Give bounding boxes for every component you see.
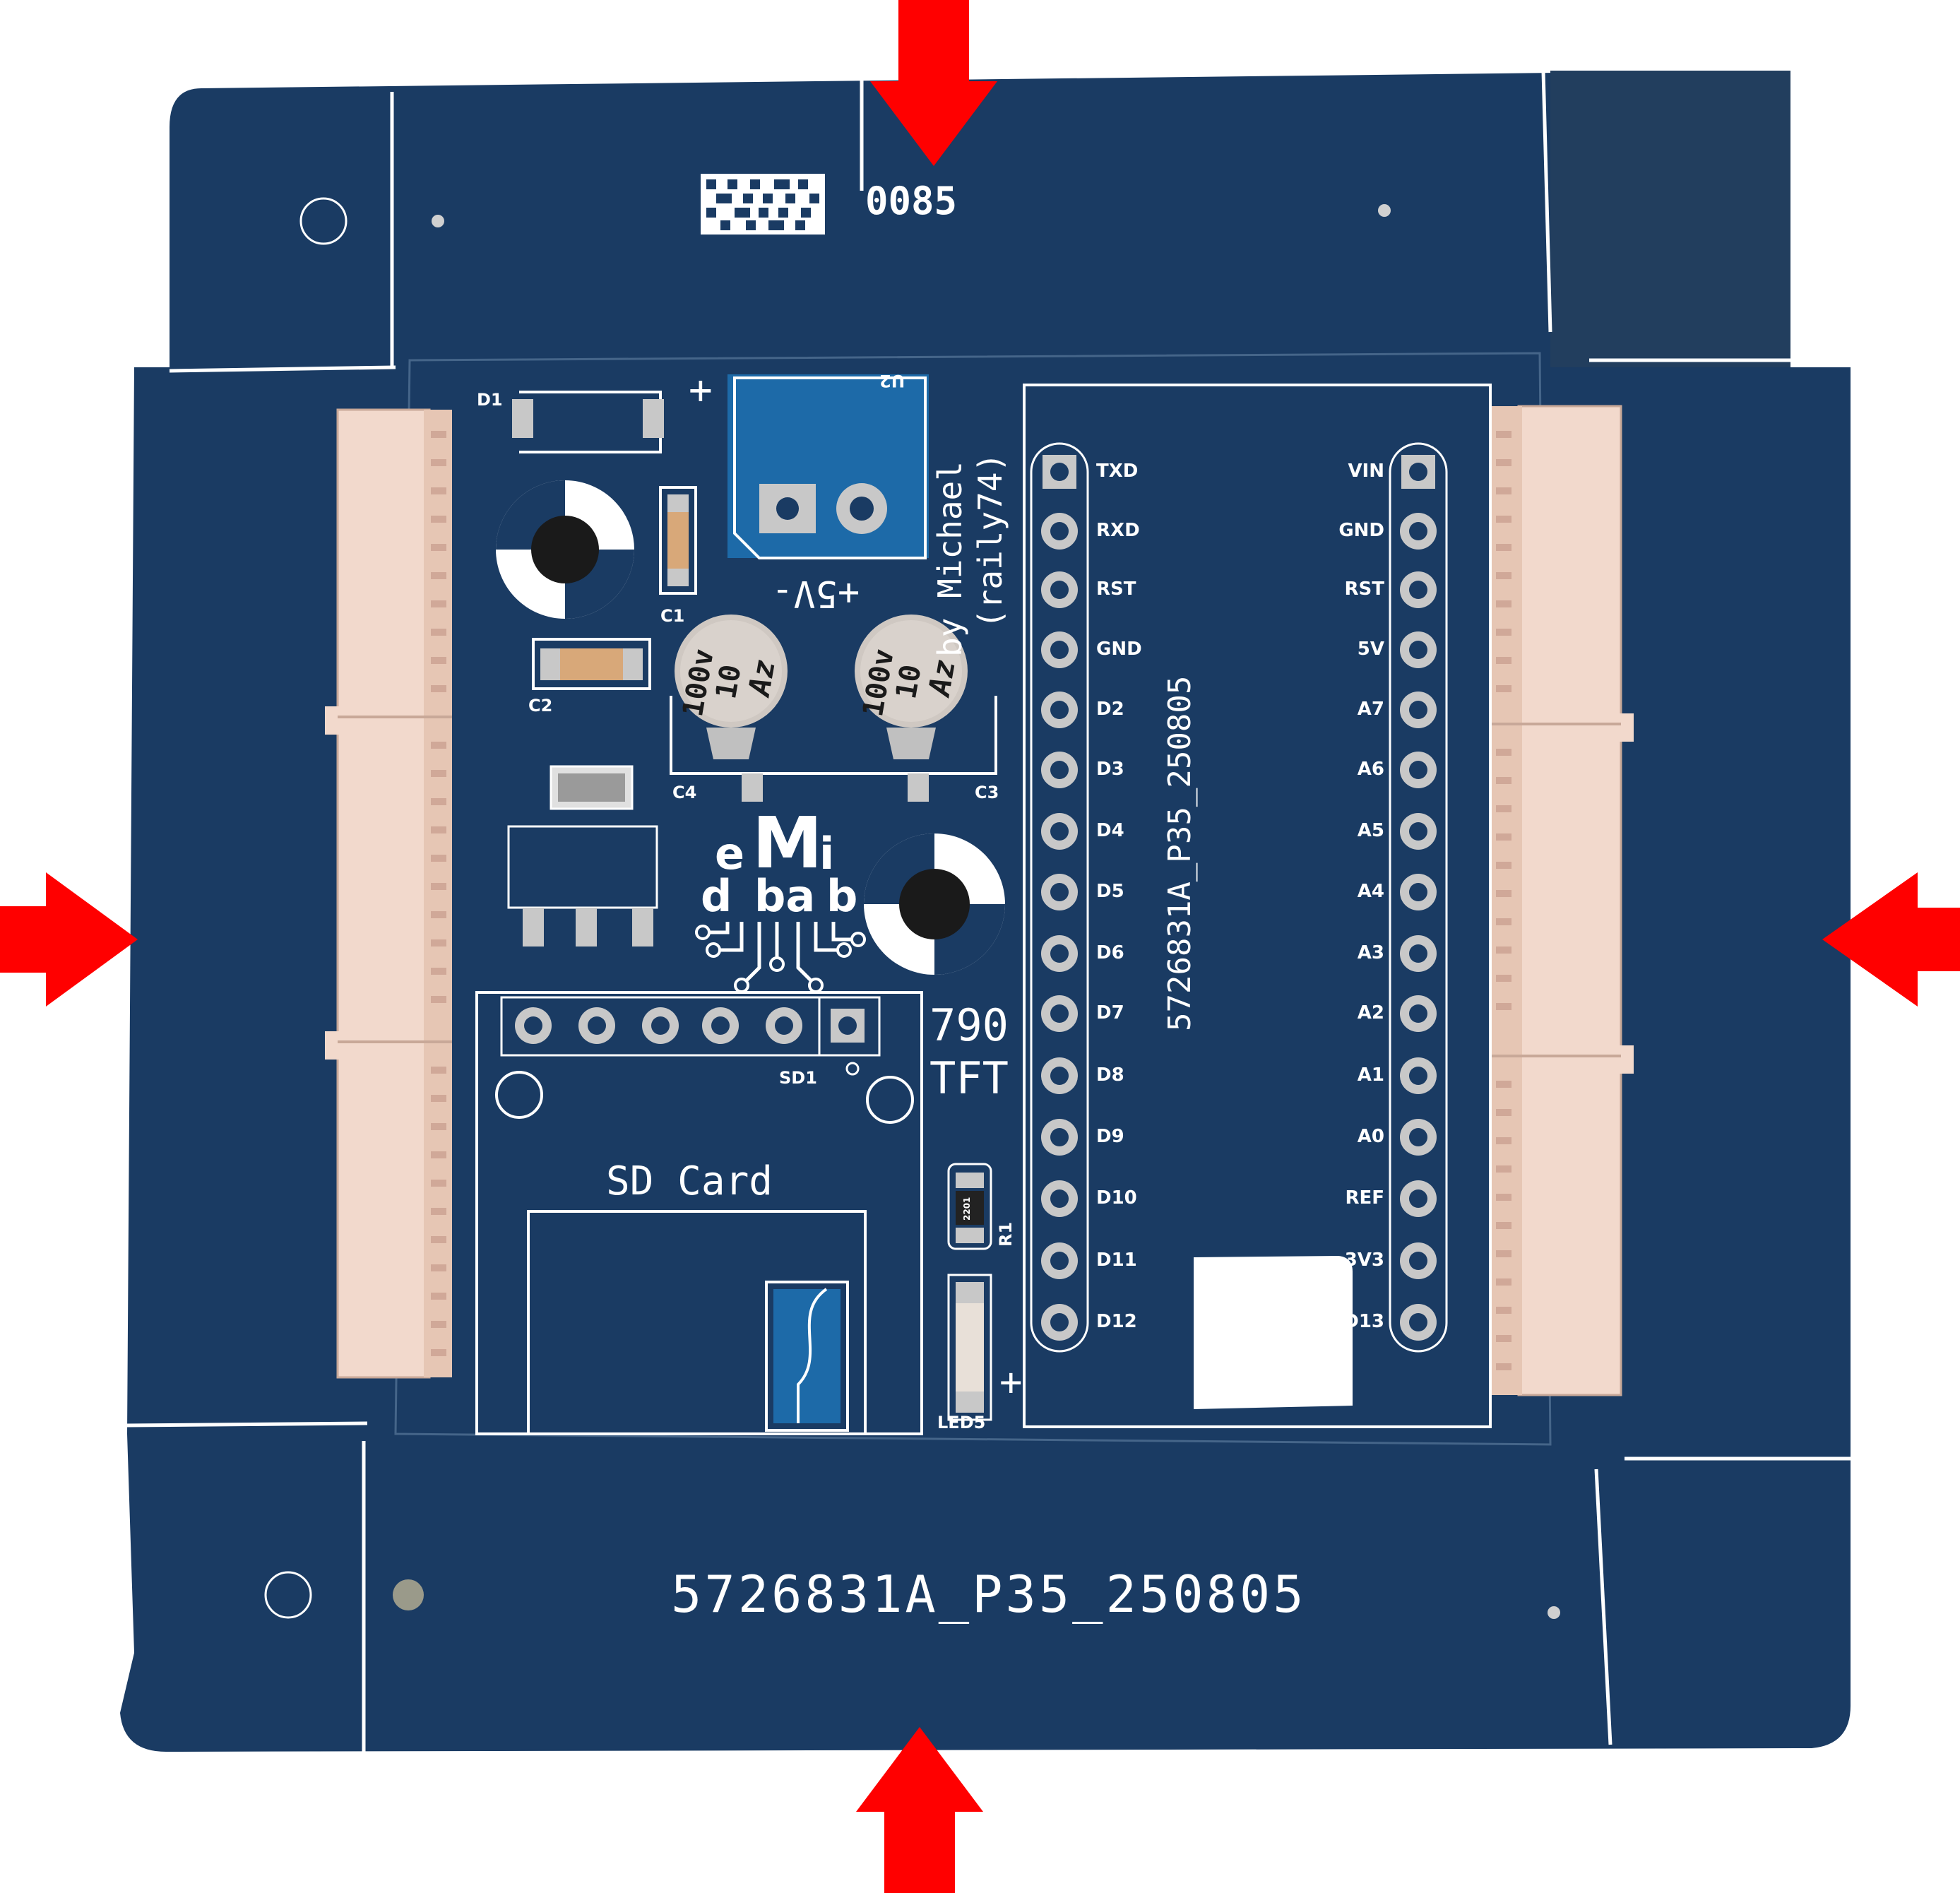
serial-number: 0085 bbox=[865, 179, 958, 223]
panel-code: 5726831A_P35_250805 bbox=[671, 1565, 1307, 1624]
pin-label-5v: 5V bbox=[1357, 639, 1384, 660]
white-sticker bbox=[1194, 1256, 1353, 1409]
pin-label-a7: A7 bbox=[1357, 699, 1384, 720]
arrow-left bbox=[0, 872, 138, 1007]
c4-marking-3: Az bbox=[742, 657, 783, 699]
tft-line2: TFT bbox=[929, 1052, 1009, 1104]
pin-label-a1: A1 bbox=[1357, 1064, 1384, 1086]
pin-label-a2: A2 bbox=[1357, 1002, 1384, 1023]
pin-label-ref: REF bbox=[1345, 1187, 1384, 1209]
pin-label-a3: A3 bbox=[1357, 942, 1384, 963]
smd-chip bbox=[550, 765, 634, 810]
c3-marking-3: Az bbox=[922, 657, 963, 699]
c-polarized-pad-2 bbox=[864, 833, 1005, 975]
pin-label-d3: D3 bbox=[1096, 759, 1124, 780]
logo-letter-b: b bbox=[826, 870, 858, 922]
designator-c4: C4 bbox=[672, 783, 697, 802]
pin-label-d5: D5 bbox=[1096, 881, 1124, 902]
logo-letters-ba: ba bbox=[754, 870, 816, 922]
c3-capacitor bbox=[855, 615, 968, 759]
author-line1: by Michael bbox=[931, 461, 969, 657]
logo-circuit bbox=[703, 922, 858, 987]
pin-label-rst-right: RST bbox=[1344, 578, 1384, 600]
left-connector bbox=[325, 408, 452, 1379]
left-pin-pads bbox=[1041, 455, 1078, 1341]
arrow-right bbox=[1822, 872, 1960, 1007]
logo-letter-e: e bbox=[715, 828, 745, 879]
transistor-sot23 bbox=[507, 825, 658, 946]
sd-slot-outline bbox=[527, 1210, 867, 1434]
c4-capacitor bbox=[675, 615, 788, 759]
pin-label-rxd: RXD bbox=[1096, 520, 1140, 541]
pin-label-d2: D2 bbox=[1096, 699, 1124, 720]
arrow-bottom bbox=[856, 1727, 983, 1893]
c4-marking-2: 10 bbox=[710, 662, 748, 701]
designator-d1: D1 bbox=[477, 390, 503, 410]
sd-switch bbox=[765, 1281, 849, 1432]
author-line2: (raily74) bbox=[971, 452, 1009, 629]
logo-letter-d: d bbox=[701, 870, 732, 922]
supply-label: +5V- bbox=[771, 572, 860, 615]
led5 bbox=[947, 1274, 992, 1421]
pin-label-gnd-right: GND bbox=[1338, 520, 1384, 541]
pin-label-txd: TXD bbox=[1096, 461, 1139, 482]
pin-label-d13: D13 bbox=[1343, 1311, 1384, 1332]
datamatrix-code bbox=[701, 174, 825, 235]
breakaway-tab bbox=[1550, 71, 1790, 367]
designator-c1: C1 bbox=[660, 606, 685, 626]
designator-c3: C3 bbox=[975, 783, 999, 802]
plus-sign-led: + bbox=[999, 1360, 1023, 1404]
pin-label-d11: D11 bbox=[1096, 1250, 1137, 1271]
pin-label-a6: A6 bbox=[1357, 759, 1384, 780]
c3-marking-2: 10 bbox=[890, 662, 928, 701]
pin-label-a0: A0 bbox=[1357, 1126, 1384, 1147]
pin-label-d10: D10 bbox=[1096, 1187, 1137, 1209]
left-header-outline bbox=[1030, 442, 1089, 1353]
sd-module-outline bbox=[475, 991, 923, 1435]
r1-resistor bbox=[947, 1163, 992, 1250]
arrow-top bbox=[870, 0, 997, 166]
pin-label-3v3: 3V3 bbox=[1344, 1250, 1384, 1271]
pin-label-d4: D4 bbox=[1096, 820, 1124, 841]
right-pin-pads bbox=[1400, 455, 1437, 1341]
pin-label-d8: D8 bbox=[1096, 1064, 1124, 1086]
designator-u2: U2 bbox=[879, 371, 905, 391]
vertical-panel-code: 5726831A_P35_250805 bbox=[1162, 675, 1198, 1031]
pin-label-a4: A4 bbox=[1357, 881, 1384, 902]
c2-capacitor bbox=[532, 638, 651, 690]
c-polarized-pad-1 bbox=[496, 480, 634, 619]
nano-footprint-outline bbox=[1023, 384, 1492, 1428]
pin-label-a5: A5 bbox=[1357, 820, 1384, 841]
tft-line1: 790 bbox=[929, 999, 1009, 1051]
designator-c2: C2 bbox=[528, 696, 553, 716]
pin-label-rst: RST bbox=[1096, 578, 1136, 600]
designator-sd1: SD1 bbox=[779, 1068, 817, 1088]
pin-label-d9: D9 bbox=[1096, 1126, 1124, 1147]
pin-label-d7: D7 bbox=[1096, 1002, 1124, 1023]
u2-regulator bbox=[727, 374, 929, 559]
plus-sign-top: + bbox=[689, 367, 713, 413]
pin-label-gnd: GND bbox=[1096, 639, 1142, 660]
designator-led5: LED5 bbox=[937, 1413, 986, 1432]
c1-capacitor bbox=[659, 486, 697, 595]
pin-label-d6: D6 bbox=[1096, 942, 1124, 963]
d1-diode bbox=[512, 391, 664, 453]
right-connector bbox=[1490, 405, 1634, 1396]
logo-letter-m: M bbox=[752, 802, 823, 884]
right-header-outline bbox=[1389, 442, 1448, 1353]
pin-label-vin: VIN bbox=[1348, 461, 1384, 482]
sd-card-label: SD Card bbox=[606, 1158, 773, 1204]
pin-label-d12: D12 bbox=[1096, 1311, 1137, 1332]
designator-r1: R1 bbox=[996, 1221, 1016, 1247]
r1-value-marking: 2201 bbox=[962, 1197, 972, 1221]
logo-letter-i: i bbox=[819, 828, 835, 879]
